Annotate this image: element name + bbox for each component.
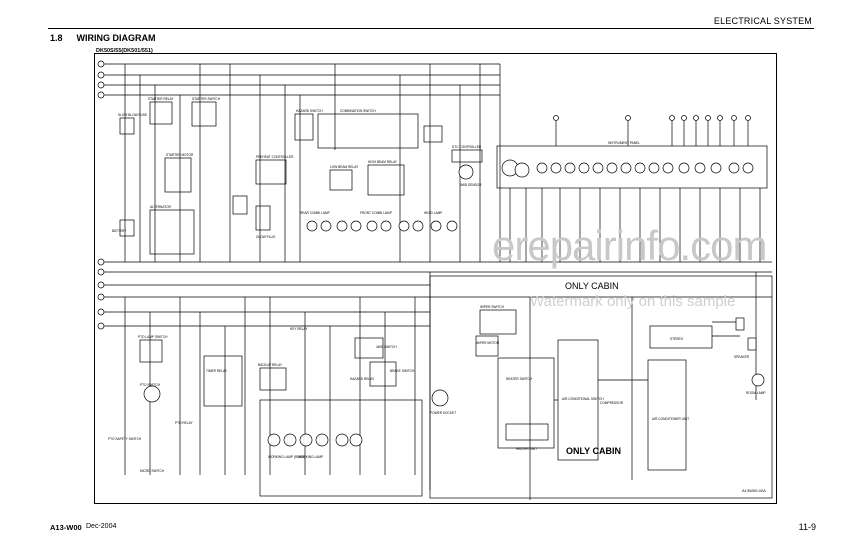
cabin-section-label: ONLY CABIN — [565, 281, 619, 291]
label-head-lamp: HEAD LAMP — [424, 211, 442, 215]
label-low-beam-relay: LOW BEAM RELAY — [330, 165, 359, 169]
label-rear-combi-lamp: REAR COMBI LAMP — [300, 211, 330, 215]
label-battery: BATTERY — [112, 229, 127, 233]
footer-date: Dec-2004 — [86, 523, 117, 530]
watermark-site: erepairinfo.com — [492, 222, 767, 269]
label-wiper-motor: WIPER MOTOR — [476, 341, 500, 345]
label-starter-relay: STARTER RELAY — [148, 97, 175, 101]
label-stereo: STEREO — [670, 337, 684, 341]
label-working-lamp-front: WORKING LAMP — [298, 455, 323, 459]
label-glow-plug: GLOW PLUG — [256, 235, 276, 239]
label-power-socket: POWER SOCKET — [430, 411, 456, 415]
label-timer-relay: TIMER RELAY — [206, 369, 228, 373]
label-preheat: PREHEAT CONTROLLER — [256, 155, 294, 159]
footer-doc-code: A13-W00 — [50, 523, 82, 532]
vertical-wires — [124, 64, 501, 490]
label-key-relay: KEY RELAY — [290, 327, 308, 331]
label-working-lamp-rear: WORKING LAMP (REAR) — [268, 455, 305, 459]
header-divider — [48, 28, 814, 29]
speakers — [735, 317, 765, 387]
cabin-section-footer-label: ONLY CABIN — [566, 446, 622, 456]
bus-lines — [104, 63, 772, 327]
lamps — [143, 164, 474, 447]
label-4wd-sensor: 4WD SENSOR — [460, 183, 482, 187]
label-pto-relay: PTO RELAY — [175, 421, 193, 425]
manual-section-header: ELECTRICAL SYSTEM — [713, 16, 812, 26]
label-backup-relay: BACKUP RELAY — [258, 363, 283, 367]
label-alternator: ALTERNATOR — [150, 205, 172, 209]
diagram-frame — [94, 53, 777, 504]
connector-pins — [553, 115, 751, 146]
label-speaker: SPEAKER — [734, 355, 750, 359]
panel-drops — [509, 188, 761, 262]
label-instrument-panel: INSTRUMENT PANEL — [608, 141, 640, 145]
instrument-panel-gauges — [501, 159, 754, 178]
watermark-note: Watermark only on this sample — [530, 293, 736, 310]
label-micro-switch: MICRO SWITCH — [140, 469, 165, 473]
section-title: WIRING DIAGRAM — [76, 33, 156, 43]
label-room-lamp: ROOM LAMP — [746, 391, 765, 395]
label-4wd-switch: 4WD SWITCH — [376, 345, 397, 349]
model-label: DK50S/55(DK501/551) — [96, 48, 153, 54]
label-combination-switch: COMBINATION SWITCH — [340, 109, 376, 113]
label-slow-blow-fuse: SLOW BLOW FUSE — [118, 113, 147, 117]
label-hazard-switch: HAZARD SWITCH — [296, 109, 323, 113]
footer-page-number: 11-9 — [798, 522, 816, 532]
label-compressor: COMPRESSOR — [600, 401, 624, 405]
label-pto-safety-switch: PTO SAFETY SWITCH — [108, 437, 142, 441]
label-air-conditioner-unit: AIR-CONDITIONER UNIT — [652, 417, 689, 421]
label-starter-switch: STARTER SWITCH — [192, 97, 221, 101]
label-starter-motor: STARTER MOTOR — [166, 153, 194, 157]
label-air-conditional-switch: AIR-CONDITIONAL SWITCH — [562, 397, 604, 401]
label-wiper-switch: WIPER SWITCH — [480, 305, 505, 309]
drawing-code: A13W00-02A — [742, 488, 766, 493]
label-hazard-relay: HAZARD RELAY — [350, 377, 375, 381]
label-high-beam-relay: HIGH BEAM RELAY — [368, 160, 398, 164]
label-front-combi-lamp: FRONT COMBI LAMP — [360, 211, 392, 215]
label-dtc-controller: DTC CONTROLLER — [452, 145, 482, 149]
label-heater-switch: HEATER SWITCH — [506, 377, 533, 381]
label-pto-lamp-switch: PTO LAMP SWITCH — [138, 335, 168, 339]
label-brake-switch: BRAKE SWITCH — [390, 369, 415, 373]
cabin-region — [429, 275, 773, 499]
section-heading: 1.8 WIRING DIAGRAM — [50, 33, 170, 43]
label-pto-switch: PTO SWITCH — [140, 383, 161, 387]
bus-terminals — [97, 60, 105, 330]
section-number: 1.8 — [50, 33, 63, 43]
label-heater-unit: HEATER UNIT — [516, 447, 537, 451]
cabin-wires — [529, 272, 757, 500]
